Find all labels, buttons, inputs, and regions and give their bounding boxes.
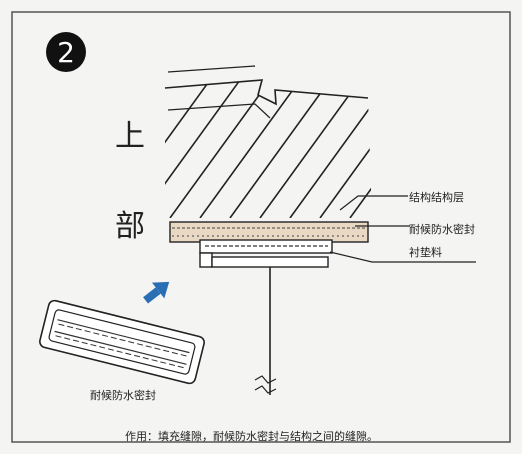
structural-slab [164, 65, 372, 218]
side-label-char2: 部 [115, 209, 145, 244]
loose-part-label: 耐候防水密封 [90, 388, 156, 402]
loose-sealant-strip [39, 299, 205, 385]
callout-weather-seal: 耐候防水密封 [409, 222, 475, 236]
sealant-layer [169, 221, 369, 243]
step-badge: 2 [46, 32, 86, 72]
callout-backing: 衬垫料 [409, 245, 442, 259]
rod-break-mark-lower [254, 385, 277, 394]
insert-arrow [143, 281, 170, 304]
step-number: 2 [57, 36, 75, 69]
callout-structure-layer: 结构结构层 [409, 190, 464, 204]
rod-break-mark-upper [254, 375, 277, 384]
side-label-char1: 上 [115, 119, 145, 154]
caption: 作用：填充缝隙，耐候防水密封与结构之间的缝隙。 [125, 429, 378, 443]
backing-block [199, 239, 333, 268]
leader-lines [329, 195, 476, 263]
diagram-border [11, 11, 511, 443]
